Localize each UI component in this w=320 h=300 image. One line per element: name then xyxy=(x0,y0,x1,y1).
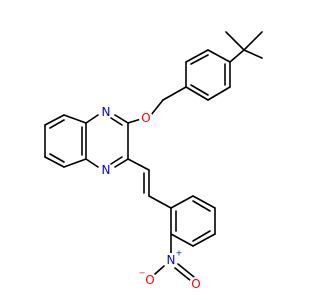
bond xyxy=(150,99,164,116)
bond-inner xyxy=(49,119,65,129)
atom-label-layer: N N O N + O − O xyxy=(99,105,203,291)
bond xyxy=(127,118,142,124)
bond xyxy=(170,233,194,247)
bond xyxy=(154,265,165,275)
bond-inner xyxy=(192,200,211,212)
atom-charge: + xyxy=(176,249,183,258)
atom-symbol: N xyxy=(102,105,111,119)
atom-n-nitro: N + xyxy=(164,249,183,267)
bond xyxy=(110,117,123,126)
bond-inner xyxy=(190,84,209,96)
bond xyxy=(63,114,87,124)
bond xyxy=(127,158,150,171)
bond xyxy=(85,158,99,168)
atom-n-top: N xyxy=(99,105,113,119)
bond xyxy=(110,156,123,165)
atom-symbol: N xyxy=(102,163,111,177)
atom-n-bottom: N xyxy=(99,163,113,177)
atom-o-ether: O xyxy=(139,111,153,125)
bond xyxy=(85,114,99,124)
bond xyxy=(63,158,87,168)
bond xyxy=(162,86,187,101)
bond xyxy=(177,263,195,278)
bond xyxy=(185,86,209,101)
atom-charge: − xyxy=(139,269,146,278)
bond-inner xyxy=(192,230,211,242)
bond-inner xyxy=(190,54,209,65)
bond xyxy=(229,49,245,63)
bond xyxy=(114,158,129,168)
atom-o-nitro-minus: O − xyxy=(139,269,157,287)
atom-symbol: O xyxy=(141,111,150,125)
bond xyxy=(207,86,231,101)
bond xyxy=(185,49,209,63)
bond xyxy=(225,31,245,51)
bond-layer xyxy=(44,31,263,282)
atom-symbol: N xyxy=(167,253,176,267)
bond-inner xyxy=(49,153,65,163)
atom-symbol: O xyxy=(191,277,200,291)
bond xyxy=(148,195,172,209)
molecule-structure-diagram: N N O N + O − O xyxy=(44,31,263,291)
atom-o-nitro-double: O xyxy=(189,277,203,291)
bond xyxy=(174,267,192,282)
bond xyxy=(170,195,194,209)
bond xyxy=(114,114,129,124)
bond xyxy=(192,233,216,247)
bond xyxy=(207,49,231,63)
bond xyxy=(44,114,65,126)
atom-symbol: O xyxy=(145,273,154,287)
bond xyxy=(243,49,263,59)
bond xyxy=(44,156,65,168)
bond xyxy=(243,31,263,51)
bond xyxy=(192,195,216,209)
